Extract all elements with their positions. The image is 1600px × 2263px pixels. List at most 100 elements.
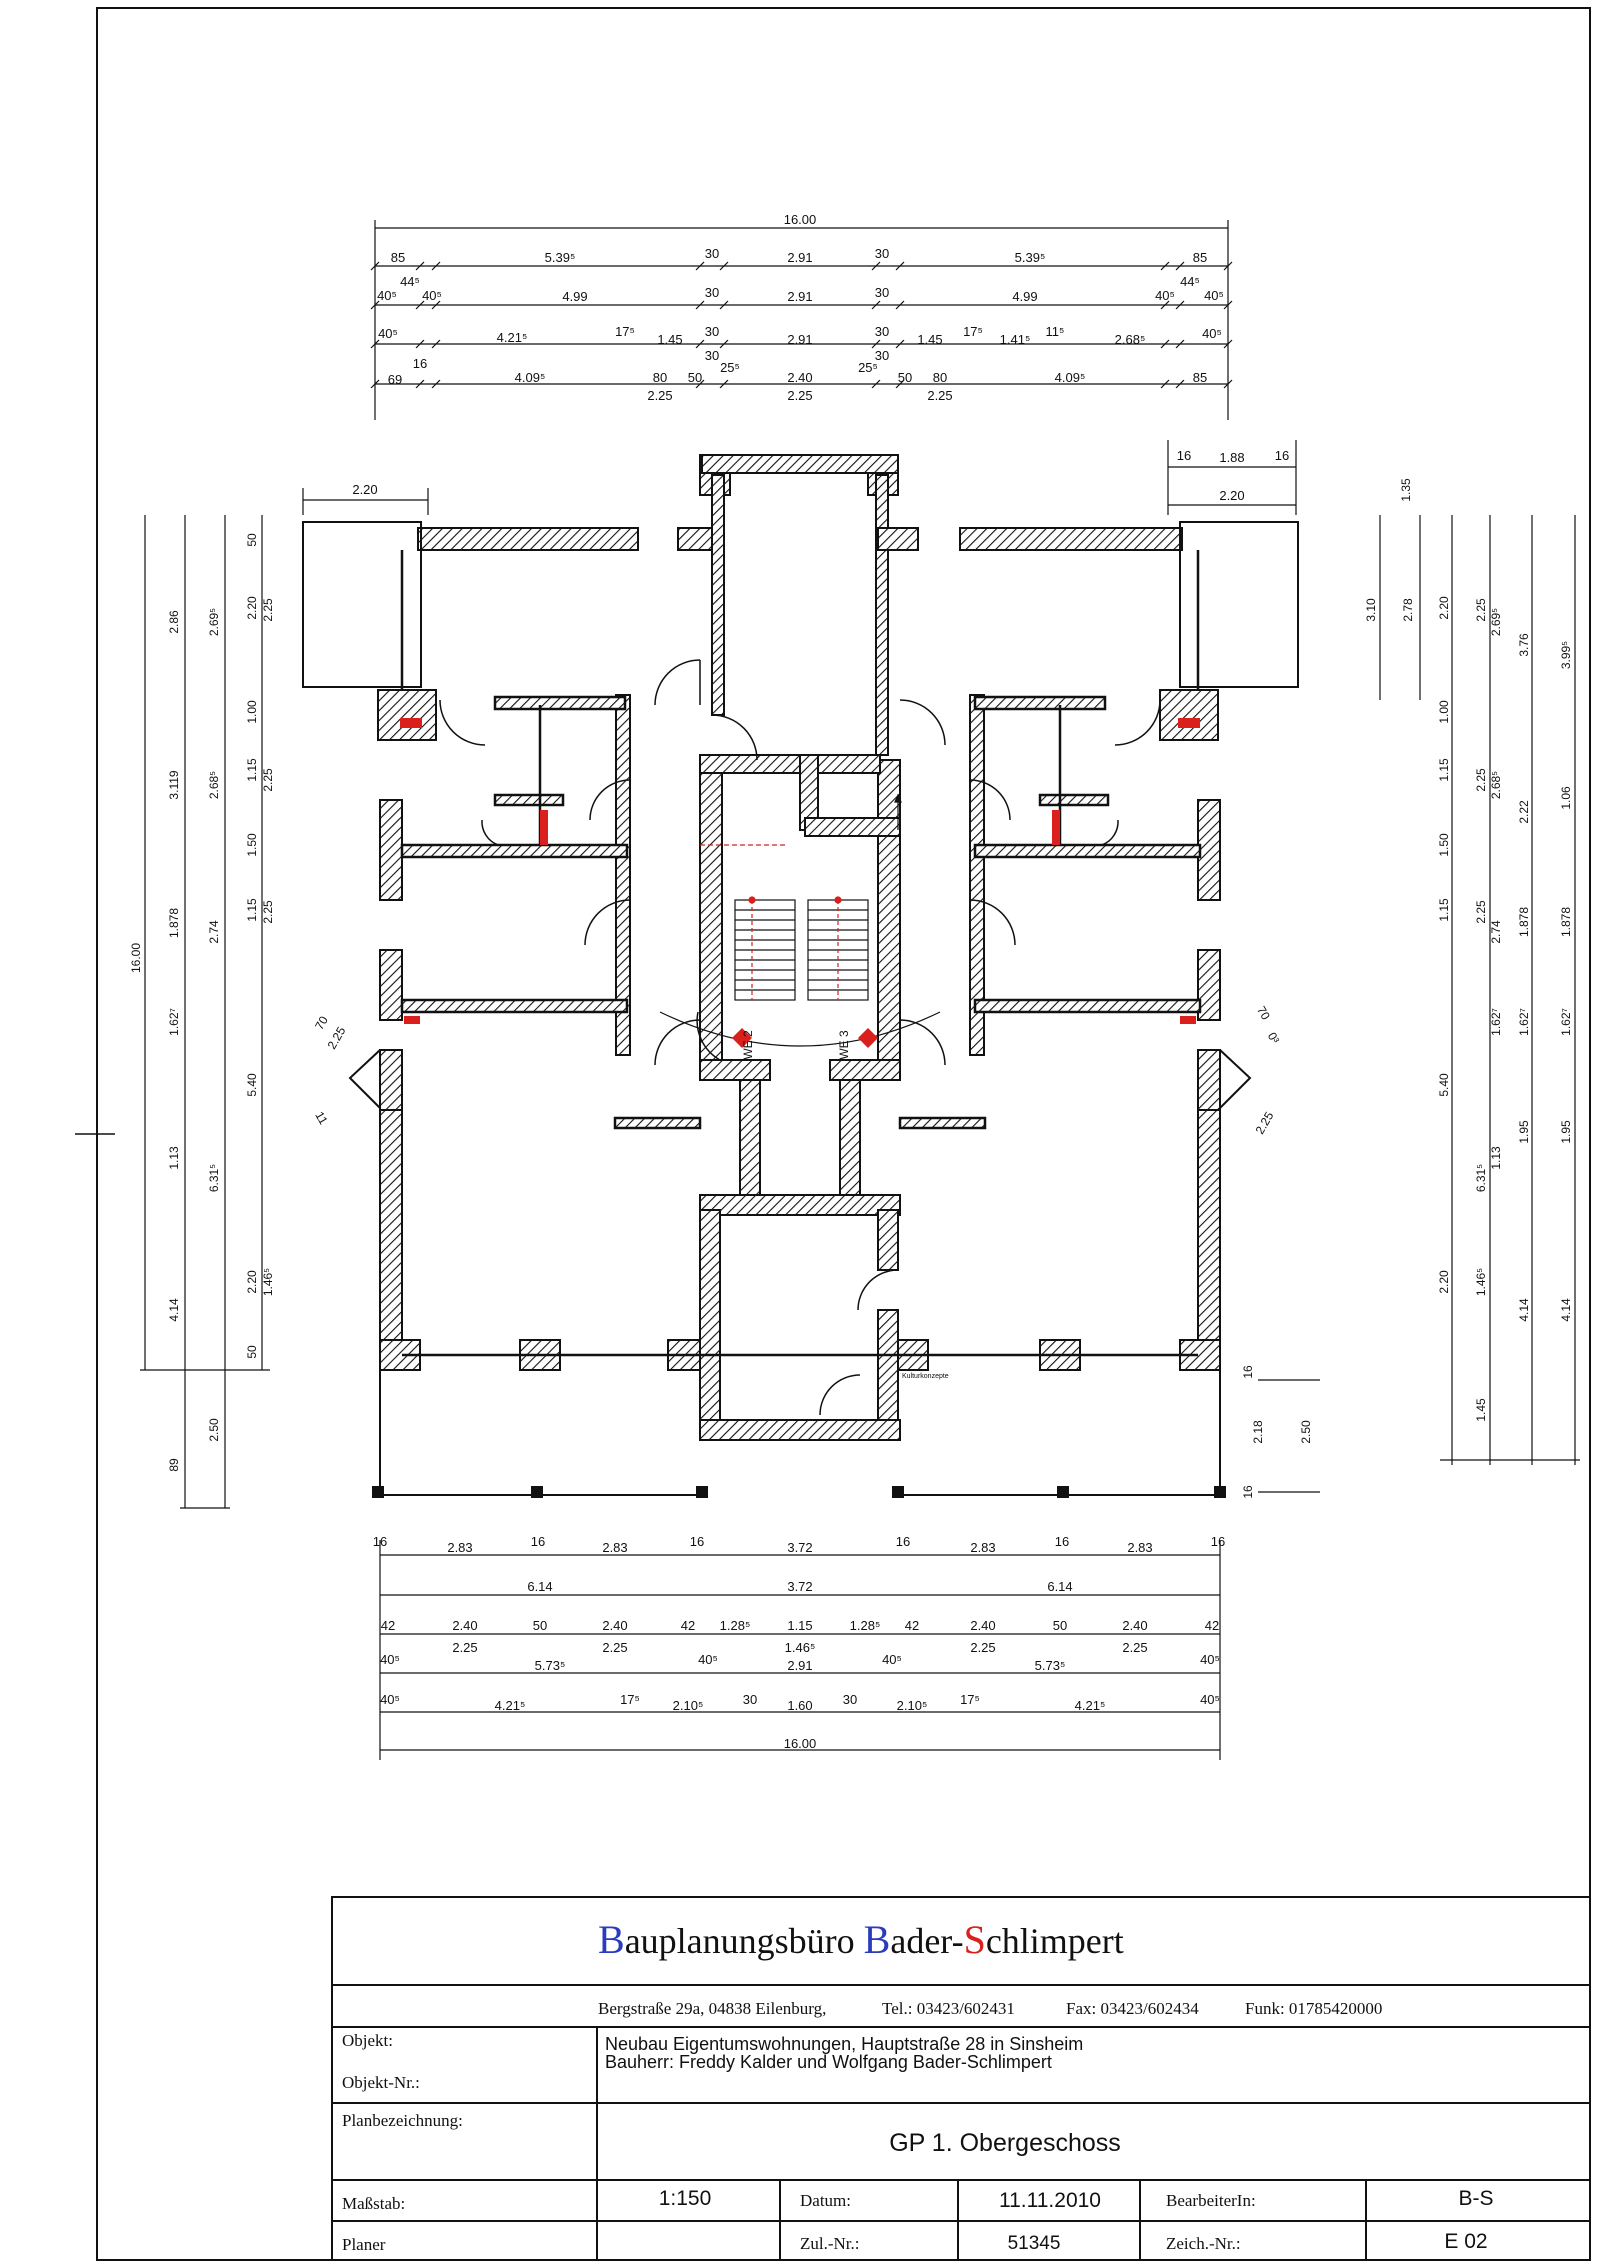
top-dim: 30 xyxy=(875,246,889,261)
left-dim: 1.46⁵ xyxy=(261,1268,275,1296)
right-dim: 1.13 xyxy=(1489,1146,1503,1170)
zul-label: Zul.-Nr.: xyxy=(800,2234,860,2253)
bottom-dim: 2.83 xyxy=(1127,1540,1152,1555)
dim-tick xyxy=(719,339,729,349)
dim-tick xyxy=(1223,261,1233,271)
left-dim: 1.15 xyxy=(245,758,259,782)
planer-label: Planer xyxy=(342,2235,386,2254)
floor-plan: WE 2 WE 3 70 2.25 11 70 0³ 2.25 Kulturko… xyxy=(302,454,1299,1498)
company-initial-b2: B xyxy=(864,1917,891,1962)
stair-label-we2: WE 2 xyxy=(741,1030,755,1060)
top-right-dimension xyxy=(1167,440,1297,515)
bottom-dim: 4.21⁵ xyxy=(495,1698,526,1713)
top-dim: 25⁵ xyxy=(720,360,740,375)
top-dim: 85 xyxy=(1193,370,1207,385)
top-dim: 30 xyxy=(875,348,889,363)
right-dim: 2.69⁵ xyxy=(1489,608,1503,636)
top-dim: 30 xyxy=(875,285,889,300)
top-dim: 40⁵ xyxy=(1204,288,1224,303)
dim-tick xyxy=(1175,379,1185,389)
bottom-dim: 2.25 xyxy=(452,1640,477,1655)
datum-value: 11.11.2010 xyxy=(999,2189,1101,2212)
top-dim: 1.45 xyxy=(657,332,682,347)
bottom-dimension-chains xyxy=(379,1540,1221,1760)
dim-tick xyxy=(431,300,441,310)
top-right-dim-labels: 16 1.88 16 2.20 xyxy=(1177,448,1289,503)
bottom-dim: 2.40 xyxy=(452,1618,477,1633)
bottom-dim: 30 xyxy=(743,1692,757,1707)
left-dim: 1.62⁷ xyxy=(167,1008,181,1036)
top-dim: 80 xyxy=(933,370,947,385)
right-dim: 1.46⁵ xyxy=(1474,1268,1488,1296)
right-dim: 2.78 xyxy=(1401,598,1415,622)
bottom-dim: 2.40 xyxy=(602,1618,627,1633)
bottom-dim: 17⁵ xyxy=(960,1692,980,1707)
bottom-dim: 16 xyxy=(531,1534,545,1549)
bottom-dim: 40⁵ xyxy=(380,1652,400,1667)
right-dim: 1.878 xyxy=(1559,907,1573,937)
bottom-dim: 6.14 xyxy=(1047,1579,1072,1594)
exterior-walls xyxy=(377,454,1221,1441)
left-dim: 2.68⁵ xyxy=(207,771,221,799)
left-top-dim: 2.20 xyxy=(352,482,377,497)
zeich-label: Zeich.-Nr.: xyxy=(1166,2234,1241,2253)
dim-tick xyxy=(370,261,380,271)
dim-tick xyxy=(415,261,425,271)
top-dim: 40⁵ xyxy=(377,288,397,303)
bay-label: 2.25 xyxy=(325,1024,349,1052)
right-dim: 5.40 xyxy=(1437,1073,1451,1097)
top-dim: 30 xyxy=(875,324,889,339)
dim-tick xyxy=(695,339,705,349)
top-dim: 17⁵ xyxy=(615,324,635,339)
left-dim: 50 xyxy=(245,533,259,547)
right-dimension-chains xyxy=(1258,515,1580,1493)
bottom-dim: 2.83 xyxy=(602,1540,627,1555)
right-dim: 2.74 xyxy=(1489,920,1503,944)
dim-tick xyxy=(370,339,380,349)
top-dim: 17⁵ xyxy=(963,324,983,339)
left-dim: 2.20 xyxy=(245,596,259,620)
dim-tick xyxy=(1175,261,1185,271)
objekt-label: Objekt: xyxy=(342,2031,393,2050)
bottom-dim: 2.40 xyxy=(1122,1618,1147,1633)
left-dim: 2.25 xyxy=(261,900,275,924)
right-dim: 1.95 xyxy=(1559,1120,1573,1144)
zul-value: 51345 xyxy=(1008,2233,1061,2254)
right-dim: 2.20 xyxy=(1437,1270,1451,1294)
right-dim: 2.68⁵ xyxy=(1489,771,1503,799)
objekt-line-2: Bauherr: Freddy Kalder und Wolfgang Bade… xyxy=(605,2052,1052,2072)
right-dim: 16 xyxy=(1241,1485,1255,1499)
top-dim: 2.68⁵ xyxy=(1115,332,1146,347)
dim-tick xyxy=(1160,300,1170,310)
company-part: auplanungsbüro xyxy=(625,1921,864,1961)
bottom-dim: 3.72 xyxy=(787,1540,812,1555)
top-dim: 85 xyxy=(1193,250,1207,265)
top-dim: 40⁵ xyxy=(1155,288,1175,303)
top-dim: 40⁵ xyxy=(378,326,398,341)
top-dim: 1.41⁵ xyxy=(1000,332,1031,347)
door-swings xyxy=(439,659,1161,1416)
small-note: Kulturkonzepte xyxy=(902,1373,949,1380)
dim-tick xyxy=(895,339,905,349)
dim-tick xyxy=(695,300,705,310)
right-dim: 1.62⁷ xyxy=(1517,1008,1531,1036)
dim-tick xyxy=(1160,339,1170,349)
bottom-dim: 2.25 xyxy=(970,1640,995,1655)
dim-tick xyxy=(895,300,905,310)
right-dim: 2.25 xyxy=(1474,598,1488,622)
bottom-dim: 1.46⁵ xyxy=(785,1640,816,1655)
top-dimension-chains xyxy=(370,220,1233,420)
left-dim: 1.13 xyxy=(167,1146,181,1170)
right-top-dim: 16 xyxy=(1275,448,1289,463)
right-dim: 16 xyxy=(1241,1365,1255,1379)
left-dim: 2.86 xyxy=(167,610,181,634)
top-dim: 5.39⁵ xyxy=(545,250,576,265)
left-dim: 1.878 xyxy=(167,908,181,938)
bay-label: 2.25 xyxy=(1253,1109,1277,1137)
title-block xyxy=(331,1896,1591,2261)
right-dim: 2.22 xyxy=(1517,800,1531,824)
bottom-dim: 30 xyxy=(843,1692,857,1707)
bottom-dim: 2.25 xyxy=(1122,1640,1147,1655)
top-dim: 11⁵ xyxy=(1046,324,1065,339)
dim-tick xyxy=(1223,379,1233,389)
